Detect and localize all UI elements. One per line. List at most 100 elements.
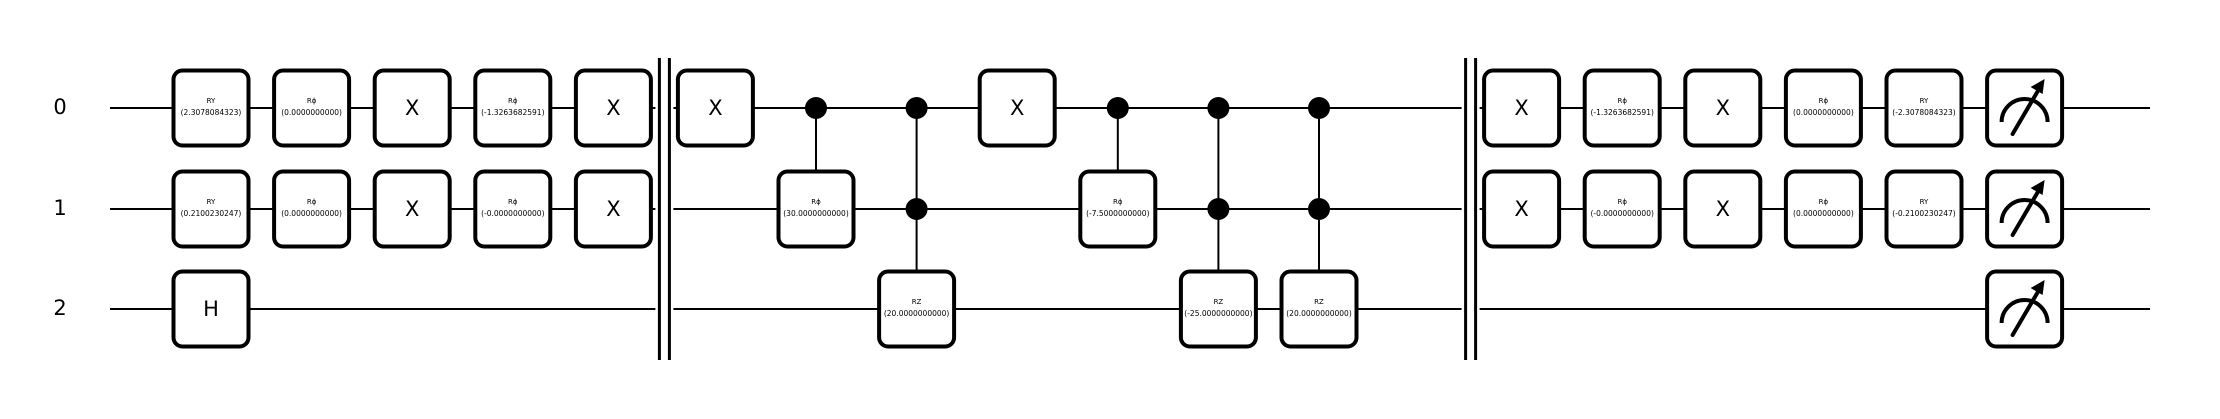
control-dot <box>1207 97 1230 119</box>
gate-box <box>1683 169 1763 249</box>
gate-param: (-1.3263682591) <box>1590 108 1654 117</box>
qubit-label: 0 <box>53 95 66 119</box>
gate-rphi: Rϕ(0.0000000000) <box>272 169 352 249</box>
gate-name: Rϕ <box>307 198 317 206</box>
meter-icon <box>1985 68 2065 148</box>
gate-name: X <box>1716 96 1730 120</box>
gate-rz: RZ(20.0000000000) <box>877 269 957 349</box>
meter-icon <box>1985 169 2065 249</box>
gate-x: X <box>573 68 653 148</box>
gate-name: Rϕ <box>1819 97 1829 105</box>
gate-param: (-0.0000000000) <box>1590 209 1654 218</box>
gate-param: (0.0000000000) <box>281 108 342 117</box>
gate-param: (20.0000000000) <box>884 309 950 318</box>
gate-name: Rϕ <box>811 198 821 206</box>
gate-param: (30.0000000000) <box>783 209 849 218</box>
gate-box <box>573 68 653 148</box>
gate-param: (-25.0000000000) <box>1184 309 1252 318</box>
gate-name: RZ <box>1214 298 1224 306</box>
gate-name: Rϕ <box>508 198 518 206</box>
control-dot <box>905 198 928 220</box>
gate-box <box>272 68 352 148</box>
control-dot <box>1308 198 1330 220</box>
gate-rphi: Rϕ (-0.0000000000) <box>473 169 553 249</box>
gate-h: H <box>171 269 251 349</box>
gate-param: (0.0000000000) <box>1793 209 1854 218</box>
gate-rphi: Rϕ (30.0000000000) <box>776 169 856 249</box>
gate-box <box>171 68 251 148</box>
controlled-gate: RZ (-25.0000000000) <box>1178 97 1258 349</box>
gate-box <box>171 169 251 249</box>
gate-rz: RZ (-25.0000000000) <box>1178 269 1258 349</box>
gate-x: X <box>372 68 452 148</box>
gate-ry: RY(-0.2100230247) <box>1884 169 1964 249</box>
gate-box <box>1178 269 1258 349</box>
gate-x: X <box>1683 169 1763 249</box>
gate-name: H <box>203 297 219 321</box>
qubit-label: 1 <box>53 196 66 220</box>
gate-box <box>372 169 452 249</box>
gate-name: RY <box>1920 97 1929 105</box>
gate-box <box>977 68 1057 148</box>
gate-x: X <box>1482 68 1562 148</box>
gate-param: (2.3078084323) <box>181 108 242 117</box>
gate-param: (-0.0000000000) <box>481 209 545 218</box>
gate-box <box>1482 169 1562 249</box>
gate-param: (0.0000000000) <box>1793 108 1854 117</box>
gate-ry: RY (2.3078084323) <box>171 68 251 148</box>
gate-name: RY <box>1920 198 1929 206</box>
gate-rphi: Rϕ (0.0000000000) <box>272 68 352 148</box>
gate-box <box>372 68 452 148</box>
gate-box <box>1884 68 1964 148</box>
gate-rphi: Rϕ (0.0000000000) <box>1783 169 1863 249</box>
gate-box <box>1582 68 1662 148</box>
gate-box <box>573 169 653 249</box>
gate-rphi: Rϕ (-1.3263682591) <box>1582 68 1662 148</box>
gate-x: X <box>977 68 1057 148</box>
gate-name: X <box>1010 96 1024 120</box>
gate-box <box>473 169 553 249</box>
gate-x: X <box>1683 68 1763 148</box>
gate-name: Rϕ <box>1617 97 1627 105</box>
gate-rphi: Rϕ (-1.3263682591) <box>473 68 553 148</box>
controlled-gate: RZ(20.0000000000) <box>877 97 957 349</box>
gate-box <box>1683 68 1763 148</box>
gate-x: X <box>675 68 755 148</box>
gate-name: Rϕ <box>1617 198 1627 206</box>
gate-x: X <box>1482 169 1562 249</box>
gate-name: Rϕ <box>1819 198 1829 206</box>
gate-name: Rϕ <box>1113 198 1123 206</box>
gate-box <box>1582 169 1662 249</box>
controlled-gate: Rϕ (-7.5000000000) <box>1078 97 1158 249</box>
gate-name: X <box>1514 96 1528 120</box>
gate-box <box>1279 269 1359 349</box>
barrier <box>1461 58 1480 360</box>
gate-name: Rϕ <box>508 97 518 105</box>
gate-name: X <box>405 96 419 120</box>
gate-box <box>1078 169 1158 249</box>
gate-x: X <box>372 169 452 249</box>
gate-param: (0.2100230247) <box>181 209 242 218</box>
gate-param: (-2.3078084323) <box>1892 108 1956 117</box>
gate-box <box>1783 169 1863 249</box>
gate-name: RZ <box>1314 298 1324 306</box>
gate-rphi: Rϕ (-7.5000000000) <box>1078 169 1158 249</box>
gate-param: (20.0000000000) <box>1286 309 1352 318</box>
gate-rphi: Rϕ (0.0000000000) <box>1783 68 1863 148</box>
gate-box <box>776 169 856 249</box>
gate-param: (-7.5000000000) <box>1086 209 1150 218</box>
gate-param: (-1.3263682591) <box>481 108 545 117</box>
gate-name: X <box>1514 197 1528 221</box>
control-dot <box>1207 198 1230 220</box>
gate-box <box>272 169 352 249</box>
gate-name: X <box>405 197 419 221</box>
barrier <box>655 58 674 360</box>
gate-box <box>675 68 755 148</box>
gate-box <box>1783 68 1863 148</box>
control-dot <box>905 97 928 119</box>
gate-name: X <box>708 96 722 120</box>
gate-name: Rϕ <box>307 97 317 105</box>
gate-name: RY <box>207 97 216 105</box>
gate-name: X <box>606 96 620 120</box>
control-dot <box>1308 97 1330 119</box>
